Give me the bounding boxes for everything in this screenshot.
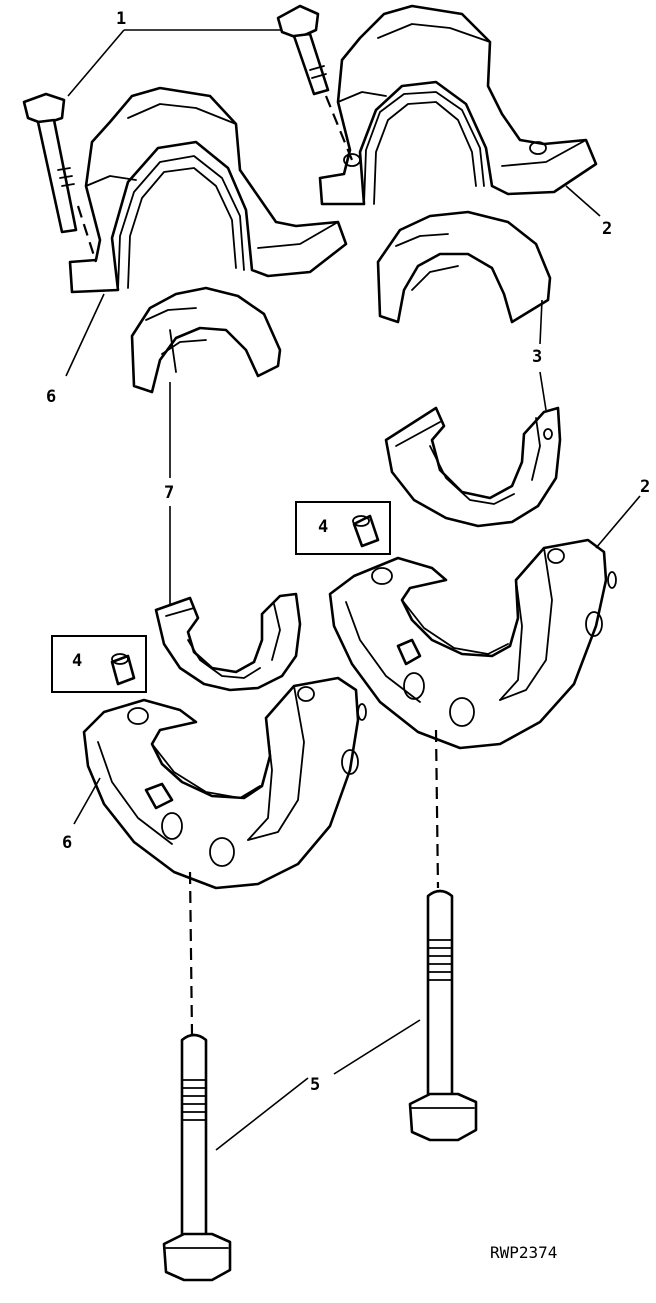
callout-6-top: 6 [46,387,56,407]
callout-5: 5 [310,1075,320,1095]
dowel-pin-box-left [51,635,147,693]
callout-3: 3 [532,347,542,367]
callout-4-left: 4 [72,651,82,671]
callout-2-bottom: 2 [640,477,650,497]
right-cap-bolt [276,4,330,96]
callout-6-bottom: 6 [62,833,72,853]
left-lower-bearing-cap [82,676,367,890]
figure-code: RWP2374 [490,1243,557,1262]
right-long-bolt [408,889,478,1142]
right-upper-bearing-shell [376,210,552,324]
left-cap-bolt [22,92,78,234]
right-lower-bearing-cap [328,538,617,750]
right-upper-bearing-cap [318,4,598,206]
right-lower-bearing-shell [384,406,562,528]
callout-2-top: 2 [602,219,612,239]
left-long-bolt [162,1033,232,1282]
callout-1: 1 [116,9,126,29]
callout-7: 7 [164,483,174,503]
left-upper-bearing-cap [68,86,348,294]
callout-4-right: 4 [318,517,328,537]
left-lower-bearing-shell [154,592,302,692]
dowel-pin-box-right [295,501,391,555]
leader-lines [65,29,641,1151]
left-upper-bearing-shell [130,286,282,394]
